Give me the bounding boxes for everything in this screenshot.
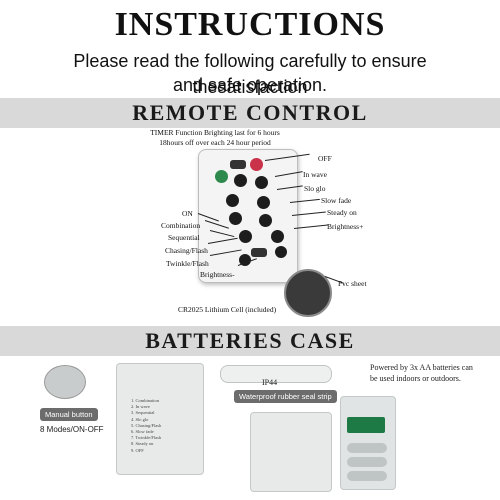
manual-button-tag: Manual button — [40, 408, 98, 421]
button-6[interactable] — [259, 214, 272, 227]
case-mode-3: 3. Sequential — [131, 410, 155, 416]
mode-button[interactable] — [230, 160, 246, 169]
label-pvc-sheet: Pvc sheet — [338, 279, 367, 288]
button-3[interactable] — [226, 194, 239, 207]
powered-line-1: Powered by 3x AA batteries can — [370, 363, 473, 372]
label-brightness-plus: Brightness+ — [327, 222, 364, 231]
button-7[interactable] — [239, 230, 252, 243]
button-5[interactable] — [229, 212, 242, 225]
label-slo-glo: Slo glo — [304, 184, 326, 193]
case-mode-8: 8. Steady on — [131, 441, 154, 447]
battery-case-front: 1. Combination 2. In wave 3. Sequential … — [116, 363, 204, 475]
button-2[interactable] — [255, 176, 268, 189]
label-chasing-flash: Chasing/Flash — [165, 246, 208, 255]
off-button[interactable] — [250, 158, 263, 171]
batteries-case-heading: BATTERIES CASE — [0, 326, 500, 356]
battery-case-open — [250, 412, 332, 492]
case-mode-7: 7. Twinkle/Flash — [131, 435, 162, 441]
timer-line-1: TIMER Function Brighting last for 6 hour… — [150, 128, 280, 137]
ip-rating: IP44 — [262, 378, 278, 387]
leader-brightness-plus — [293, 224, 328, 229]
label-off: OFF — [318, 154, 332, 163]
case-mode-9: 9. OFF — [131, 447, 144, 453]
button-1[interactable] — [234, 174, 247, 187]
timer-line-2: 18hours off over each 24 hour period — [159, 138, 271, 147]
brightness-up-button[interactable] — [275, 246, 287, 258]
case-mode-1: 1. Combination — [131, 398, 159, 403]
page-title: INSTRUCTIONS — [114, 6, 386, 43]
label-in-wave: In wave — [303, 170, 327, 179]
case-mode-4: 4. Slo glo — [131, 416, 149, 422]
rubber-seal-strip — [220, 365, 332, 383]
aa-battery-1 — [347, 443, 387, 453]
label-twinkle-flash: Twinkle/Flash — [166, 259, 209, 268]
dim-button[interactable] — [251, 248, 267, 257]
label-brightness-minus: Brightness- — [200, 270, 235, 279]
case-mode-5: 5. Chasing/Flash — [131, 422, 162, 428]
remote-control — [198, 149, 298, 283]
case-mode-6: 6. Slow fade — [131, 429, 154, 435]
manual-button-closeup — [44, 365, 86, 399]
timer-note: TIMER Function Brighting last for 6 hour… — [120, 128, 310, 148]
intro-line-1: Please read the following carefully to e… — [73, 51, 427, 97]
modes-text: 8 Modes/ON-OFF — [40, 425, 104, 434]
aa-battery-3 — [347, 471, 387, 481]
button-8[interactable] — [271, 230, 284, 243]
cr2025-cell — [284, 269, 332, 317]
intro-line-2: and safe operation. — [172, 75, 328, 95]
case-mode-2: 2. In wave — [131, 404, 150, 410]
remote-control-heading: REMOTE CONTROL — [0, 98, 500, 128]
circuit-board — [347, 417, 385, 433]
button-4[interactable] — [257, 196, 270, 209]
label-steady-on: Steady on — [327, 208, 357, 217]
label-cr2025: CR2025 Lithium Cell (included) — [178, 305, 277, 314]
powered-line-2: be used indoors or outdoors. — [370, 374, 461, 383]
on-button[interactable] — [215, 170, 228, 183]
label-sequential: Sequential — [168, 233, 200, 242]
label-combination: Combination — [161, 221, 201, 230]
case-mode-list: 1. Combination 2. In wave 3. Sequential … — [131, 398, 161, 454]
label-slow-fade: Slow fade — [321, 196, 352, 205]
battery-compartment — [340, 396, 396, 490]
seal-strip-tag: Waterproof rubber seal strip — [234, 390, 337, 403]
aa-battery-2 — [347, 457, 387, 467]
powered-note: Powered by 3x AA batteries can be used i… — [370, 362, 495, 384]
label-on: ON — [182, 209, 193, 218]
